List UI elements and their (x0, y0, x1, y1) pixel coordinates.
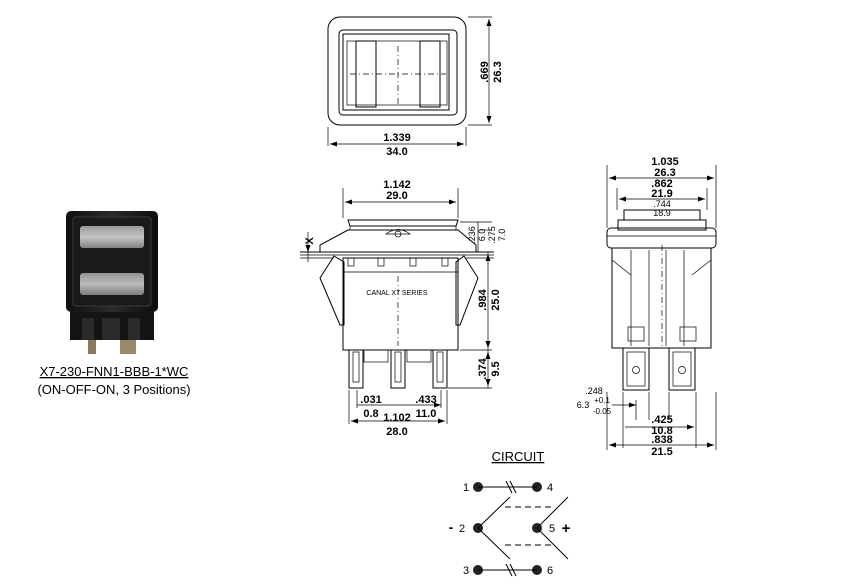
top-height-in: .669 (479, 61, 491, 82)
terminal-mm: 9.5 (490, 361, 502, 376)
front-width-mm: 29.0 (386, 190, 407, 202)
side-rocker-mm: 18.9 (653, 208, 671, 218)
pin-1: 1 (463, 482, 469, 494)
side-base-mm: 21.5 (651, 446, 672, 458)
term-pitch-in: .433 (415, 394, 436, 406)
circuit-diagram (473, 480, 569, 577)
term-pitch-mm: 11.0 (416, 408, 437, 420)
front-width-in: 1.142 (383, 179, 411, 191)
x-marker: X (304, 237, 316, 245)
part-number: X7-230-FNN1-BBB-1*WC (40, 364, 189, 379)
minus-sign: - (449, 519, 454, 535)
rocker-in: .275 (487, 226, 497, 244)
side-tol-minus: -0.05 (593, 407, 612, 416)
side-tab-in: .248 (585, 386, 603, 396)
top-width-mm: 34.0 (386, 146, 407, 158)
side-inner-mm: 21.9 (651, 188, 672, 200)
pin-4: 4 (547, 482, 553, 494)
side-inner-in: .862 (651, 178, 672, 190)
series-label: CANAL X7 SERIES (366, 290, 428, 297)
overall-mm: 28.0 (386, 426, 407, 438)
term-thick-in: .031 (360, 394, 381, 406)
plus-sign: + (562, 520, 571, 537)
product-photo (66, 211, 158, 354)
circuit-title: CIRCUIT (492, 449, 545, 464)
front-view (300, 188, 494, 424)
side-width-in: 1.035 (651, 156, 679, 168)
side-base-in: .838 (651, 434, 672, 446)
side-pitch-mm: 10.8 (651, 425, 672, 437)
pin-5: 5 (549, 523, 555, 535)
side-width-mm: 26.3 (654, 167, 675, 179)
top-height-mm: 26.3 (492, 61, 504, 82)
pin-2: 2 (459, 523, 465, 535)
pin-6: 6 (547, 565, 553, 577)
side-tab-mm: 6.3 (577, 400, 590, 410)
position-description: (ON-OFF-ON, 3 Positions) (37, 382, 190, 397)
bezel-in: .236 (467, 226, 477, 244)
bezel-mm: 6.0 (477, 229, 487, 242)
side-pitch-in: .425 (651, 414, 672, 426)
side-view (606, 165, 717, 450)
top-view (327, 16, 492, 147)
top-width-in: 1.339 (383, 132, 411, 144)
rocker-mm: 7.0 (497, 229, 507, 242)
body-mm: 25.0 (490, 289, 502, 310)
side-rocker-in: .744 (653, 199, 671, 209)
pin-3: 3 (463, 565, 469, 577)
term-thick-mm: 0.8 (363, 408, 378, 420)
overall-in: 1.102 (383, 412, 411, 424)
body-in: .984 (477, 288, 489, 310)
terminal-in: .374 (477, 357, 489, 379)
side-tol-plus: +0.1 (594, 396, 610, 405)
